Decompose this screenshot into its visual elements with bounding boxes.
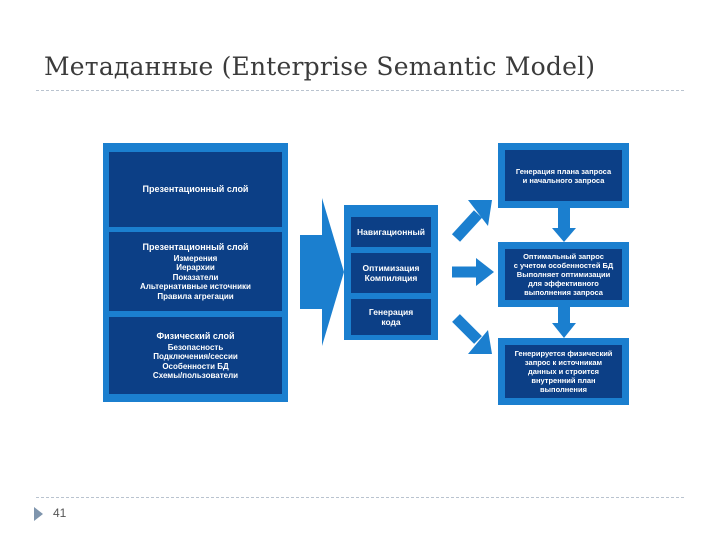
- query-plan-panel: Генерация плана запроса и начального зап…: [498, 143, 629, 208]
- compilation-label: Компиляция: [364, 273, 418, 283]
- code-generation-label-1: Генерация: [368, 307, 414, 317]
- layer-item: Подключения/сессии: [153, 352, 238, 361]
- physical-query-line: внутренний план: [531, 376, 596, 385]
- query-plan-line: и начального запроса: [522, 175, 605, 185]
- query-engine-panel: Навигационный Оптимизация Компиляция Ген…: [344, 205, 438, 340]
- optimal-query-line: Оптимальный запрос: [523, 252, 604, 261]
- optimal-query-line: выполнения запроса: [524, 288, 603, 297]
- query-plan-line: Генерация плана запроса: [515, 166, 612, 176]
- optimization-label: Оптимизация: [362, 263, 420, 273]
- optimal-query-line: с учетом особенностей БД: [513, 261, 614, 270]
- code-generation-box: Генерация кода: [351, 299, 431, 335]
- title-divider: [36, 90, 684, 91]
- layer-item: Правила агрегации: [157, 291, 234, 301]
- optimal-query-box: Оптимальный запрос с учетом особенностей…: [505, 249, 622, 300]
- arrow-right-icon: [452, 258, 494, 286]
- presentation-layer-box: Презентационный слой: [109, 152, 282, 227]
- layer-item: Альтернативные источники: [140, 282, 251, 292]
- physical-query-box: Генерируется физический запрос к источни…: [505, 345, 622, 398]
- layer-item: Схемы/пользователи: [152, 371, 239, 380]
- arrow-down-icon: [552, 307, 576, 338]
- arrow-up-right-icon: [451, 200, 492, 242]
- optimal-query-line: для эффективного: [528, 279, 599, 288]
- physical-query-panel: Генерируется физический запрос к источни…: [498, 338, 629, 405]
- layer-item: Иерархии: [176, 263, 215, 273]
- layer-item: Измерения: [173, 253, 218, 263]
- physical-query-line: запрос к источникам: [524, 358, 603, 367]
- optimization-box: Оптимизация Компиляция: [351, 253, 431, 293]
- slide-title: Метаданные (Enterprise Semantic Model): [44, 52, 596, 81]
- page-marker-icon: [34, 507, 43, 521]
- page-number: 41: [53, 506, 67, 520]
- logical-layer-heading: Презентационный слой: [142, 241, 249, 252]
- code-generation-label-2: кода: [381, 317, 401, 327]
- arrow-down-icon: [552, 208, 576, 242]
- physical-query-line: данных и строится: [527, 367, 600, 376]
- physical-layer-box: Физический слой Безопасность Подключения…: [109, 317, 282, 394]
- physical-query-line: выполнения: [540, 385, 587, 394]
- logical-layer-box: Презентационный слой Измерения Иерархии …: [109, 232, 282, 311]
- footer-divider: [36, 497, 684, 498]
- physical-query-line: Генерируется физический: [514, 349, 613, 358]
- layer-item: Особенности БД: [162, 361, 229, 371]
- navigation-box: Навигационный: [351, 217, 431, 247]
- arrow-down-right-icon: [452, 314, 492, 354]
- semantic-layers-panel: Презентационный слой Презентационный сло…: [103, 143, 288, 402]
- optimal-query-line: Выполняет оптимизации: [516, 270, 611, 279]
- layer-item: Показатели: [172, 272, 219, 282]
- query-plan-box: Генерация плана запроса и начального зап…: [505, 150, 622, 201]
- navigation-label: Навигационный: [357, 227, 425, 237]
- main-flow-arrow: [300, 198, 344, 346]
- optimal-query-panel: Оптимальный запрос с учетом особенностей…: [498, 242, 629, 307]
- layer-item: Безопасность: [167, 342, 224, 352]
- physical-layer-heading: Физический слой: [156, 330, 235, 341]
- presentation-layer-heading: Презентационный слой: [142, 183, 249, 194]
